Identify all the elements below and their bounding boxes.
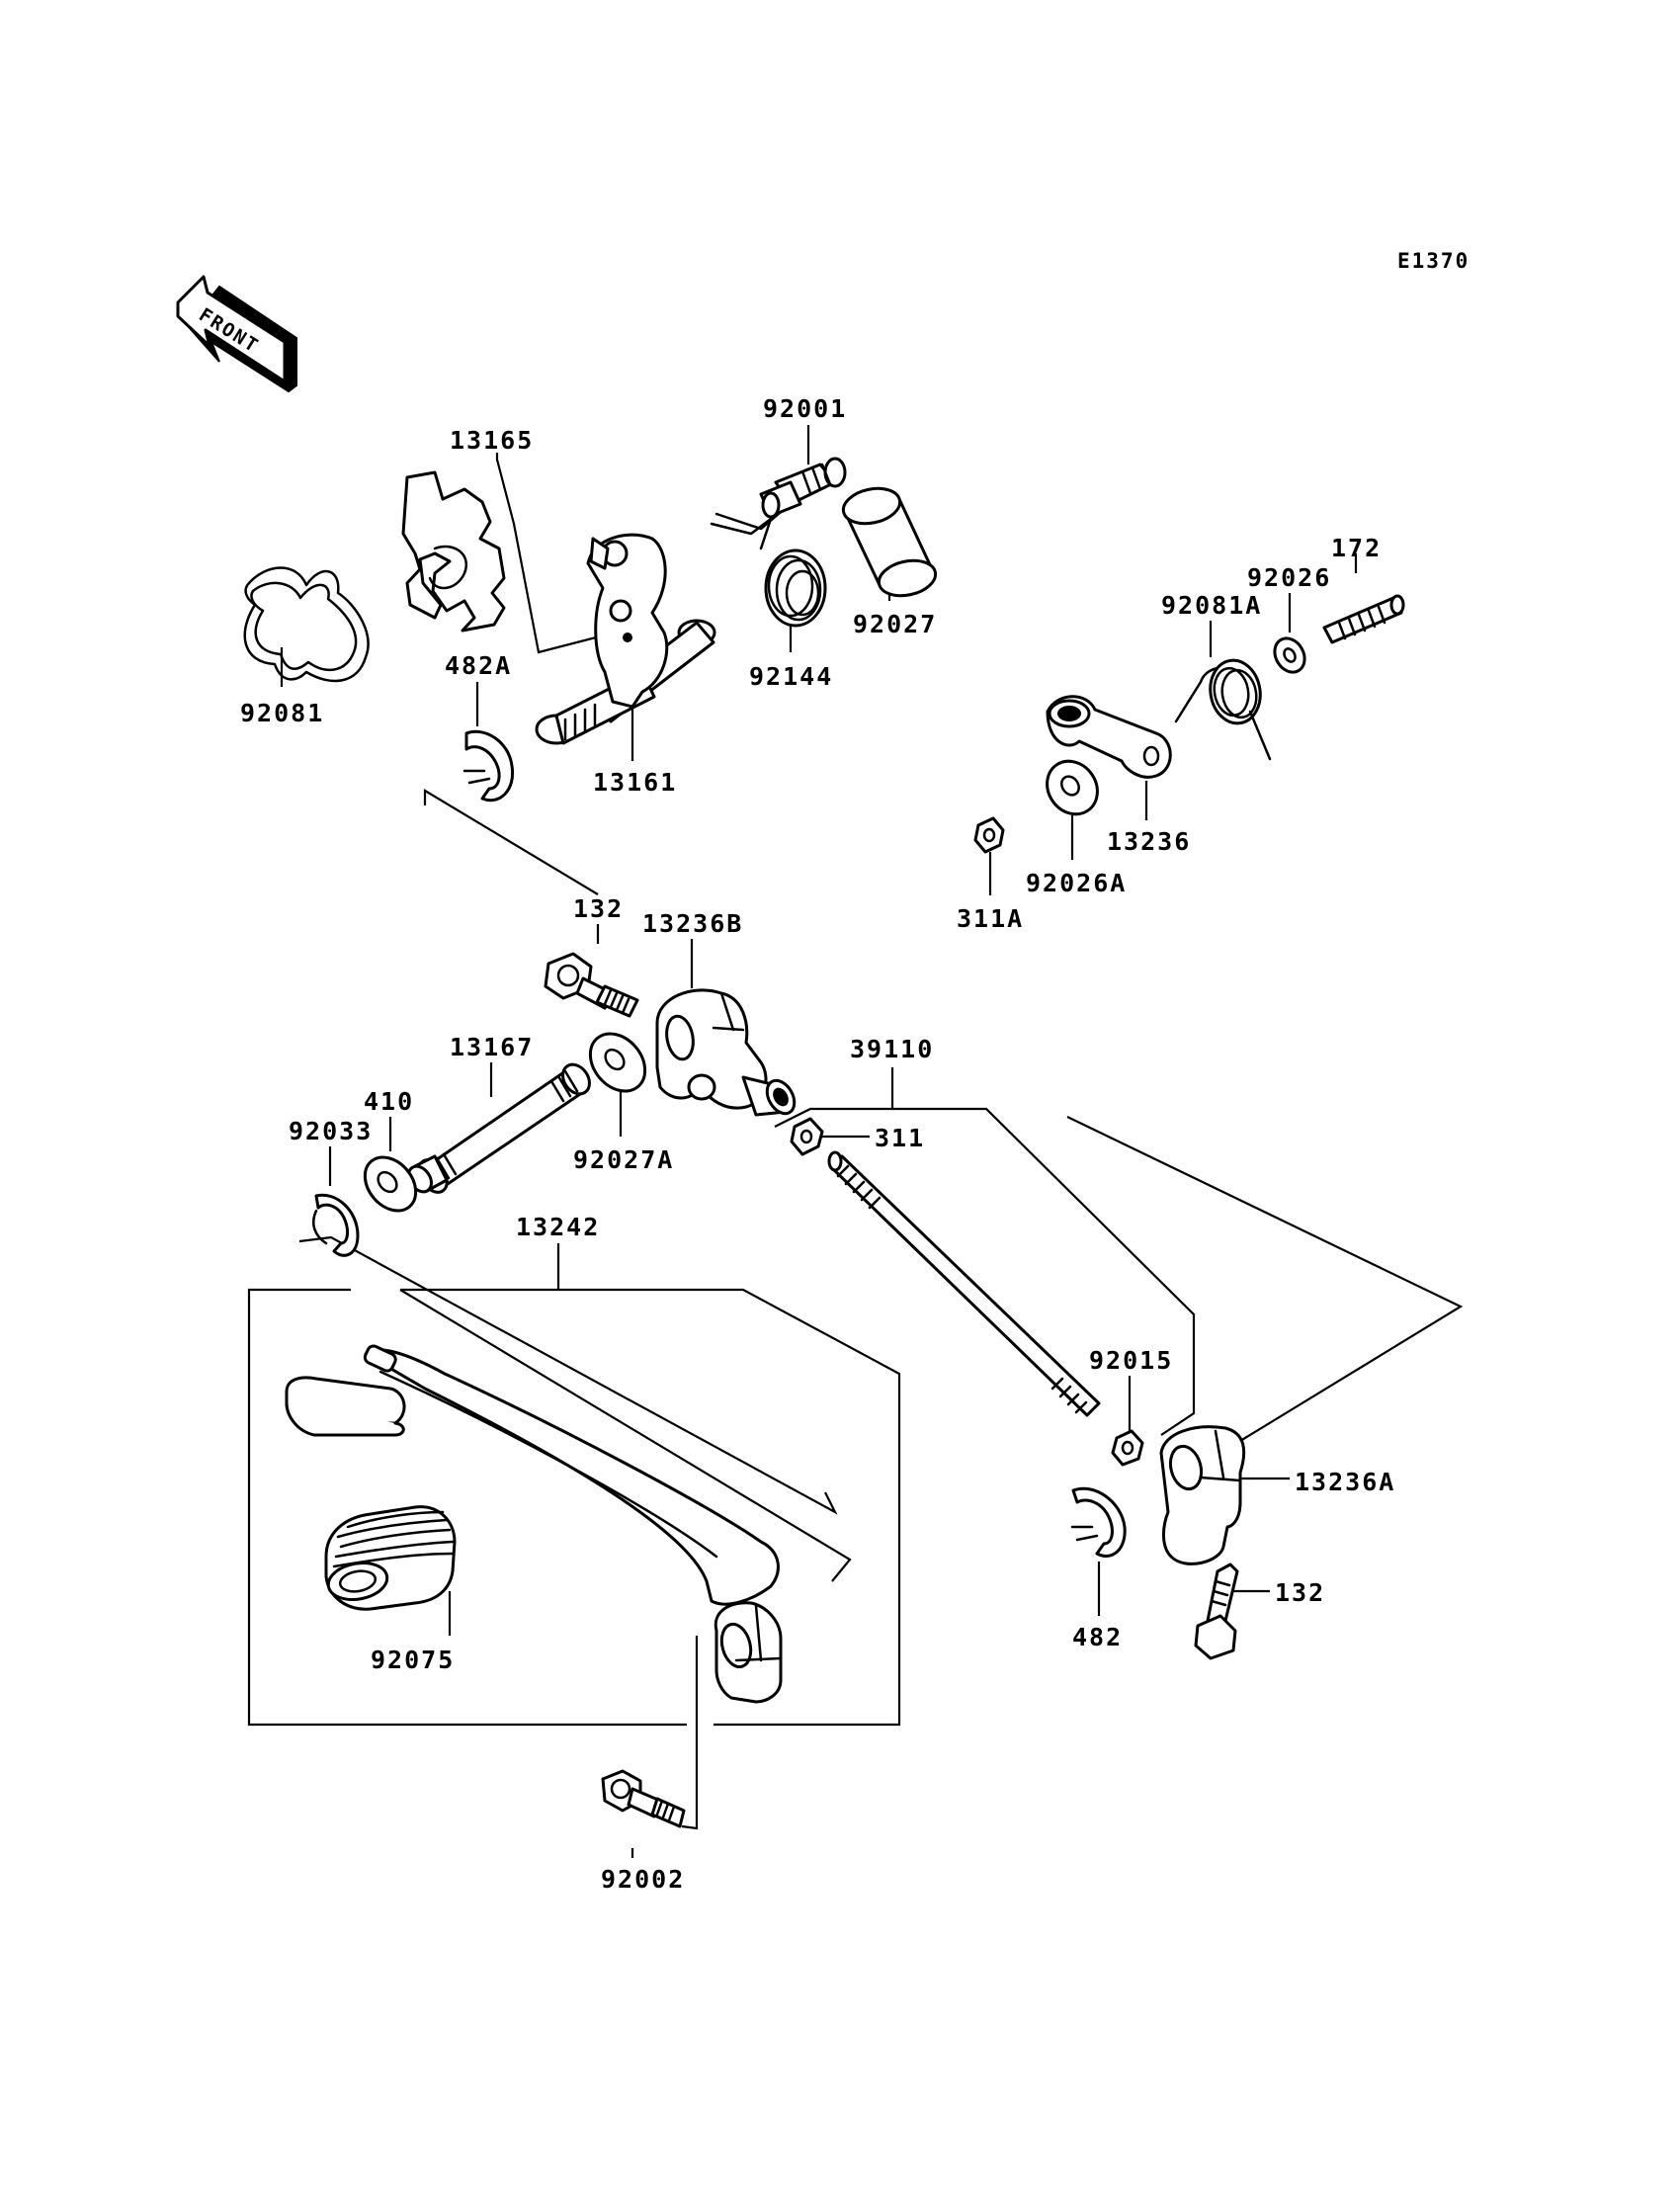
part-label: 311: [875, 1124, 925, 1152]
part-label: 92075: [371, 1646, 455, 1674]
bolt-132-lower-part: [1194, 1563, 1239, 1660]
part-label: 92033: [289, 1117, 373, 1145]
part-label: 92081A: [1161, 591, 1262, 620]
collar-part: [841, 486, 938, 598]
part-label: 92001: [763, 394, 847, 423]
nut-311A-part: [973, 816, 1005, 854]
circlip-92033-part: [312, 1193, 360, 1257]
washer-92026-part: [1273, 636, 1306, 674]
clamp-13236A-part: [1159, 1425, 1246, 1565]
part-label: 92015: [1089, 1346, 1173, 1375]
part-label: 13236: [1107, 827, 1191, 856]
part-label: 13236A: [1295, 1468, 1395, 1496]
return-spring-part: [710, 510, 827, 628]
part-labels: 13165 92001 92081 482A 13161 92144 92027…: [240, 394, 1395, 1894]
part-label: 92081: [240, 699, 324, 727]
bolt-92002-part: [601, 1769, 686, 1828]
pedal-rubber-part: [324, 1505, 457, 1611]
circlip-part: [462, 729, 515, 803]
part-label: 39110: [850, 1035, 934, 1063]
part-label: 410: [364, 1087, 414, 1116]
part-label: 482: [1072, 1623, 1123, 1651]
part-label: 13236B: [642, 909, 743, 938]
part-label: 132: [573, 894, 624, 923]
diagram-code: E1370: [1397, 249, 1470, 273]
part-label: 482A: [445, 651, 512, 680]
part-label: 13167: [450, 1033, 534, 1061]
lever-13236B-part: [655, 988, 797, 1117]
bolt-132-part: [544, 952, 639, 1018]
stud-bolt-part: [759, 457, 847, 519]
shift-shaft-part: [535, 533, 716, 745]
pivot-shaft-part: [407, 1062, 591, 1194]
part-label: 92144: [749, 662, 833, 691]
shift-pedal-part: [285, 1344, 783, 1704]
part-label: 13242: [516, 1213, 600, 1241]
part-label: 172: [1331, 534, 1382, 562]
part-label: 92026A: [1026, 869, 1127, 897]
gasket-loop-part: [243, 566, 370, 683]
part-label: 92027: [853, 610, 937, 638]
lever-13236-part: [1046, 695, 1172, 779]
tie-rod-part: [827, 1150, 1101, 1417]
part-label: 92026: [1247, 563, 1331, 592]
washer-410-part: [363, 1155, 418, 1213]
nut-311-part: [790, 1117, 824, 1156]
part-label: 92027A: [573, 1145, 674, 1174]
nut-92015-part: [1111, 1429, 1144, 1467]
front-arrow-icon: FRONT: [176, 275, 297, 393]
part-label: 311A: [957, 904, 1024, 933]
circlip-482-part: [1070, 1486, 1127, 1558]
washer-92027A-part: [588, 1032, 647, 1093]
part-label: 13165: [450, 426, 534, 455]
part-label: 92002: [601, 1865, 685, 1894]
washer-92026A-part: [1046, 759, 1099, 816]
shift-plate-part: [401, 470, 506, 633]
part-label: 13161: [593, 768, 677, 797]
spring-92081A-part: [1174, 658, 1272, 761]
pin-172-part: [1322, 594, 1405, 644]
part-label: 132: [1275, 1578, 1325, 1607]
